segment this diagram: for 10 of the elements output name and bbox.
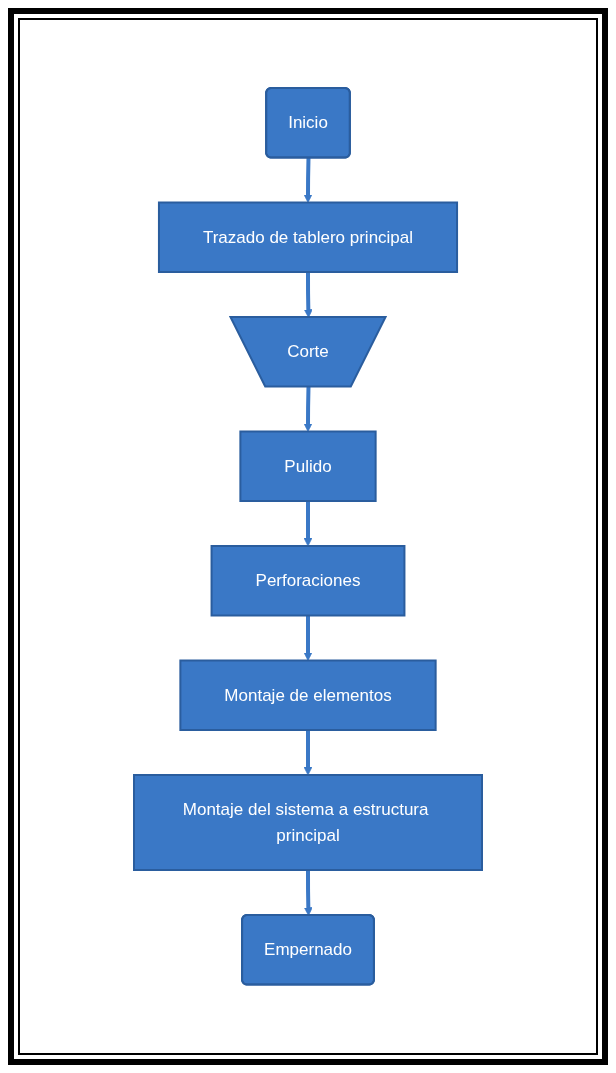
node-box: Montaje del sistema a estructura principal: [133, 774, 483, 872]
arrow: [303, 870, 313, 917]
node-box: Perforaciones: [210, 545, 406, 617]
arrow: [303, 730, 313, 776]
node-box: Montaje de elementos: [179, 659, 437, 732]
arrow: [303, 501, 313, 547]
node-box: Trazado de tablero principal: [157, 201, 459, 274]
node-box: Pulido: [239, 430, 377, 503]
arrow: [303, 615, 313, 662]
arrow: [303, 387, 313, 433]
